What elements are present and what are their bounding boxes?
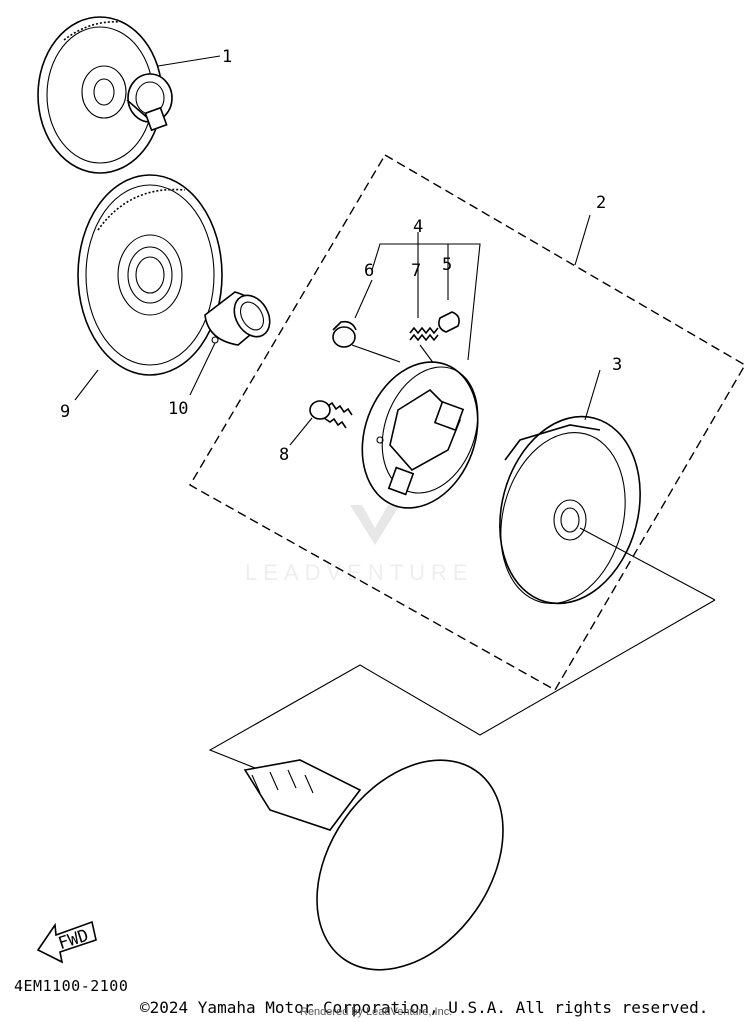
diagram-code: 4EM1100-2100 xyxy=(14,977,129,995)
callout-3: 3 xyxy=(612,355,622,375)
callout-2: 2 xyxy=(596,193,606,213)
fwd-label: FWD xyxy=(56,926,91,955)
assembly-guide-lines xyxy=(208,599,716,771)
callout-6: 6 xyxy=(364,261,374,281)
one-way-clutch xyxy=(361,361,479,509)
part-1-primary-drive-gear xyxy=(37,16,221,174)
watermark-text: LEADVENTURE xyxy=(245,560,474,585)
part-8-screw xyxy=(289,400,353,446)
callout-4: 4 xyxy=(413,217,423,237)
fwd-arrow-icon: FWD xyxy=(36,920,97,964)
callout-5: 5 xyxy=(442,255,452,275)
part-7-spring xyxy=(409,326,439,342)
part-6-roller xyxy=(332,320,357,348)
callout-1: 1 xyxy=(222,47,232,67)
part-3-clutch-housing xyxy=(499,369,716,605)
copyright-notice: ©2024 Yamaha Motor Corporation, U.S.A. A… xyxy=(140,998,709,1017)
part-2-assembly-outline xyxy=(189,154,746,691)
part-5-spring-cap xyxy=(438,311,460,333)
part-4-group-bracket xyxy=(354,232,481,361)
crankshaft-disc xyxy=(243,759,504,971)
watermark-logo: LEADVENTURE xyxy=(245,505,474,585)
callout-10: 10 xyxy=(168,399,188,419)
callout-8: 8 xyxy=(279,445,289,465)
callout-9: 9 xyxy=(60,402,70,422)
part-10-collar xyxy=(189,291,271,396)
part-9-clutch-plate xyxy=(74,174,223,401)
callout-7: 7 xyxy=(411,261,421,281)
rendered-by-credit: Rendered by LeadVenture, Inc. xyxy=(300,1006,453,1018)
